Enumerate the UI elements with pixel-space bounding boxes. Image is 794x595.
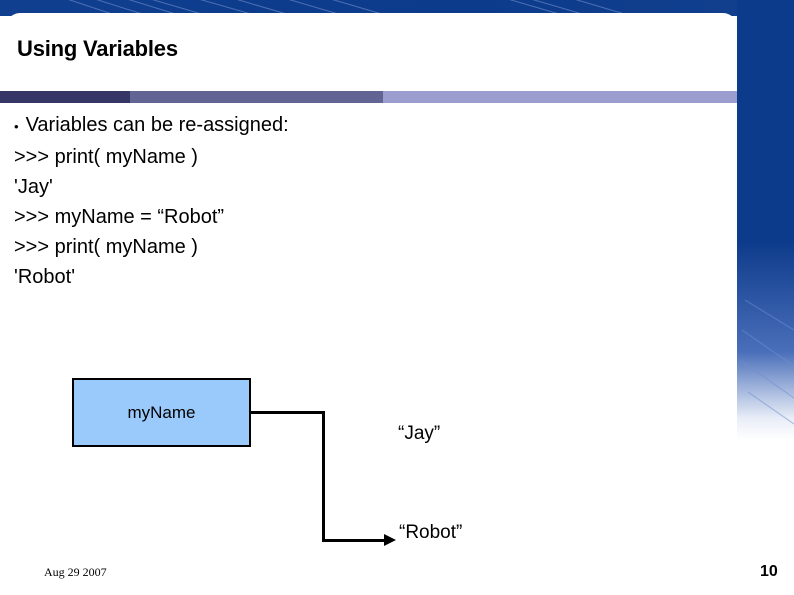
- connector-line-horizontal-top: [251, 411, 325, 414]
- bullet-item: • Variables can be re-assigned:: [14, 110, 634, 142]
- variable-box-label: myName: [127, 402, 196, 422]
- connector-line-vertical: [322, 411, 325, 542]
- code-line: >>> print( myName ): [14, 236, 198, 258]
- bullet-dot-icon: •: [14, 119, 19, 134]
- content-card-header: [6, 13, 737, 91]
- body-text-block: • Variables can be re-assigned: >>> prin…: [14, 110, 634, 292]
- content-card-body: [0, 103, 737, 595]
- value-label-new: “Robot”: [399, 522, 463, 543]
- title-rule-segment-dark: [0, 91, 130, 103]
- page-title: Using Variables: [17, 36, 178, 61]
- background-right-panel: [737, 0, 794, 440]
- title-rule-segment-light: [383, 91, 737, 103]
- footer-page-number: 10: [760, 563, 778, 580]
- code-line: 'Robot': [14, 266, 76, 288]
- code-line: >>> myName = “Robot”: [14, 206, 225, 228]
- variable-box: myName: [72, 378, 251, 447]
- code-line: >>> print( myName ): [14, 146, 198, 168]
- connector-line-horizontal-bottom: [322, 539, 386, 542]
- code-line: 'Jay': [14, 176, 53, 198]
- value-label-old: “Jay”: [398, 423, 441, 444]
- arrow-head-icon: [384, 534, 396, 546]
- bullet-item-label: Variables can be re-assigned:: [25, 114, 289, 136]
- footer-date: Aug 29 2007: [44, 565, 107, 579]
- title-rule-segment-mid: [130, 91, 383, 103]
